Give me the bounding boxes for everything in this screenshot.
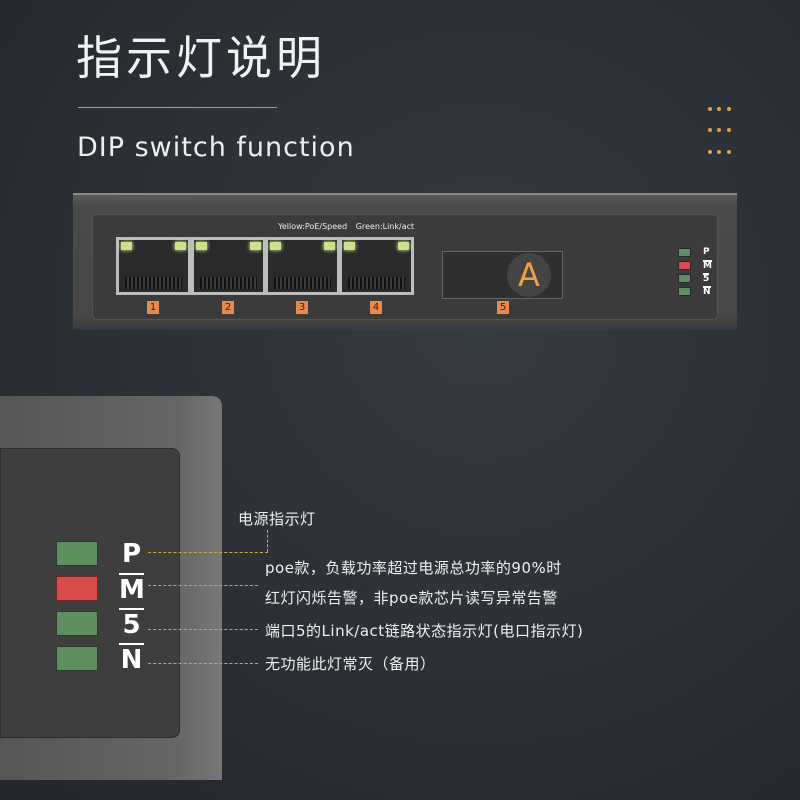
detail-label-p: P [121,539,142,569]
sfp-port: A [442,251,563,299]
port-label: 5 [497,301,509,314]
led-legend: Yellow:PoE/Speed Green:Link/act [278,222,415,231]
detail-led-n [56,646,98,671]
annotation-m-line2: 红灯闪烁告警，非poe款芯片读写异常告警 [265,589,558,607]
sfp-badge: A [507,253,551,297]
leader-line-p [148,552,268,553]
port-label: 2 [222,301,234,314]
title-divider [78,107,277,108]
status-led-m [678,261,691,270]
detail-label-5: 5 [119,608,144,638]
detail-led-m [56,576,98,601]
rj45-port-4 [339,237,414,295]
detail-label-n: N [119,643,144,675]
detail-zoom-frame [0,396,222,780]
status-label: N [703,286,711,297]
annotation-m-line1: poe款，负载功率超过电源总功率的90%时 [265,559,562,577]
detail-led-p [56,541,98,566]
annotation-power: 电源指示灯 [238,510,316,528]
status-label: M [703,260,712,271]
status-label: P [703,247,710,257]
leader-line-5 [148,629,258,630]
annotation-port5: 端口5的Link/act链路状态指示灯(电口指示灯) [265,622,584,640]
status-led-5 [678,274,691,283]
leader-line-p-vertical [267,530,268,552]
rj45-port-1 [116,237,191,295]
leader-line-m [148,585,258,586]
detail-label-m: M [119,573,145,605]
status-label: 5 [703,273,710,284]
page-title: 指示灯说明 [76,31,326,85]
status-led-p [678,248,691,257]
annotation-n: 无功能此灯常灭（备用） [265,655,436,673]
port-label: 3 [296,301,308,314]
port-label: 4 [370,301,382,314]
page-subtitle: DIP switch function [77,132,355,163]
rj45-port-2 [191,237,266,295]
leader-line-n [148,663,258,664]
detail-led-5 [56,611,98,636]
port-label: 1 [147,301,159,314]
decorative-dots-icon [708,107,736,155]
switch-face: Yellow:PoE/Speed Green:Link/act 1 2 3 4 … [92,214,718,320]
status-led-n [678,287,691,296]
rj45-port-3 [265,237,340,295]
switch-front-panel: Yellow:PoE/Speed Green:Link/act 1 2 3 4 … [73,193,737,330]
